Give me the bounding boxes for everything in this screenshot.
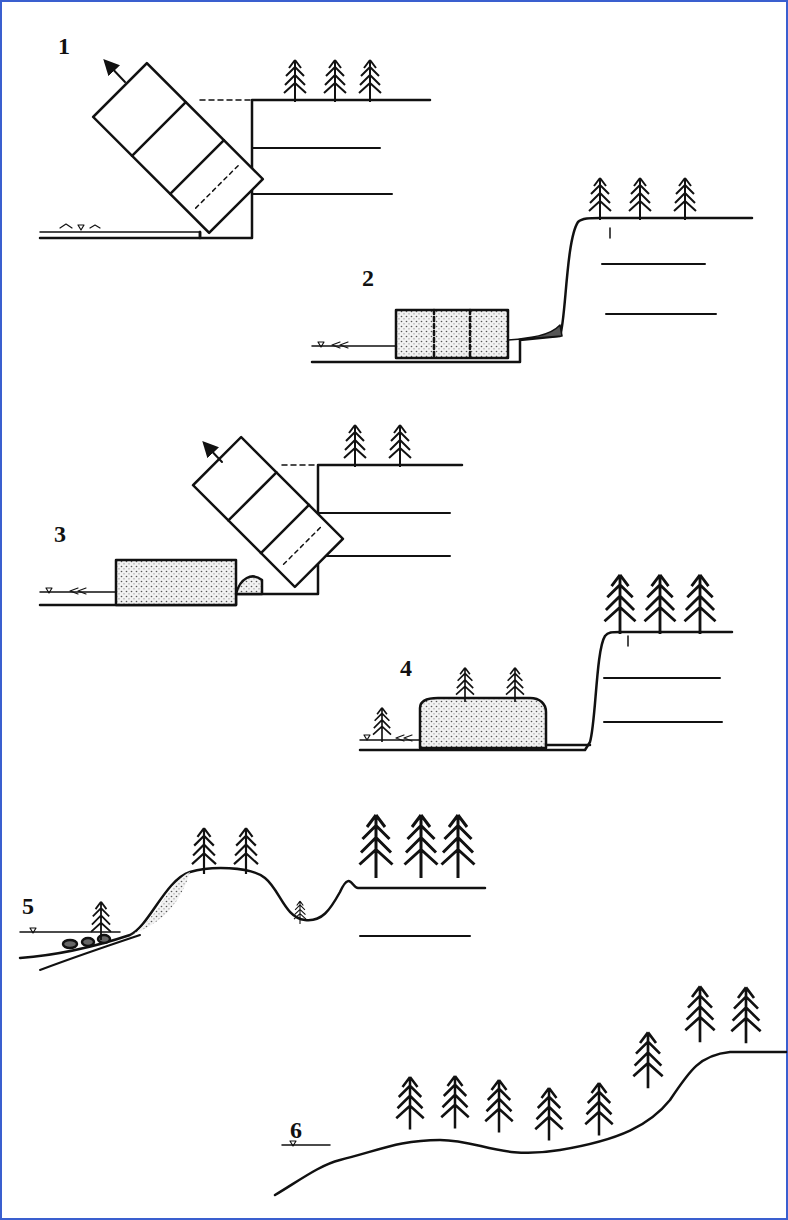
stage-number: 3 bbox=[54, 522, 66, 546]
stage-number: 2 bbox=[362, 266, 374, 290]
stage-number: 4 bbox=[400, 656, 412, 680]
stage-number: 5 bbox=[22, 894, 34, 918]
stage-number: 6 bbox=[290, 1118, 302, 1142]
tree-symbols bbox=[91, 60, 761, 1141]
stage-number: 1 bbox=[58, 34, 70, 58]
